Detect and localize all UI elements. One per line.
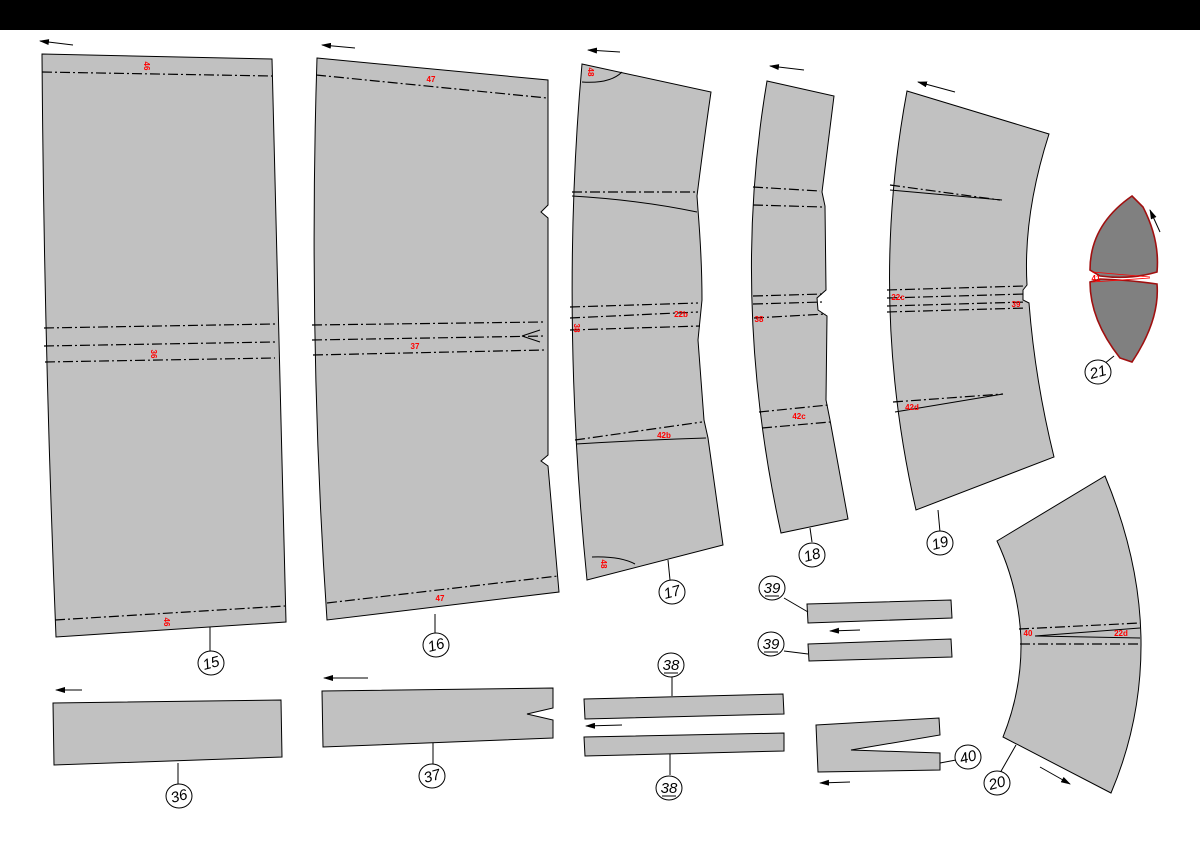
pattern-piece-15 (41, 53, 287, 652)
mark-22d: 22d (1114, 629, 1128, 638)
piece-number-19: 19 (930, 533, 951, 554)
piece-number-circle-19 (926, 530, 954, 556)
piece-number-17: 17 (662, 582, 683, 603)
piece-number-16: 16 (426, 635, 447, 656)
grainline-arrows (39, 39, 1161, 786)
mark-42d: 42d (905, 403, 919, 412)
piece-number-circle-39-upper (758, 575, 786, 601)
grainline-arrow-18 (769, 64, 805, 71)
mark-46-top: 46 (142, 62, 151, 71)
pattern-piece-18 (750, 80, 849, 543)
grainline-arrow-15 (39, 39, 74, 46)
piece-number-15: 15 (201, 653, 222, 674)
mark-39-19: 39 (1012, 300, 1021, 309)
grainline-arrow-19 (917, 81, 956, 93)
piece-number-20: 20 (986, 773, 1008, 794)
piece-number-37: 37 (422, 766, 443, 787)
piece-number-circle-20 (983, 770, 1011, 796)
pattern-piece-40 (815, 717, 957, 773)
mark-22c: 22c (891, 293, 905, 302)
grainline-arrow-39 (829, 627, 861, 634)
pattern-piece-38-lower (583, 732, 785, 775)
piece-number-circle-39-lower (757, 631, 785, 657)
piece-number-circle-40 (954, 744, 982, 770)
piece-number-circle-21 (1084, 359, 1112, 385)
piece-number-circle-38-upper (657, 652, 685, 678)
mark-48-top: 48 (586, 68, 595, 77)
pattern-piece-37 (321, 687, 554, 765)
piece-number-circle-36 (165, 783, 193, 809)
grainline-arrow-20 (1039, 766, 1071, 785)
grainline-arrow-16 (321, 42, 356, 49)
piece-number-39-upper: 39 (764, 580, 781, 597)
piece-number-circle-37 (418, 763, 446, 789)
grainline-arrow-17 (587, 47, 621, 54)
piece-number-36: 36 (169, 786, 190, 807)
mark-47-bot: 47 (436, 594, 445, 603)
pattern-piece-39-lower (783, 638, 953, 662)
piece-number-circle-15 (197, 650, 225, 676)
top-bar (0, 0, 1200, 30)
mark-40-20: 40 (1024, 629, 1033, 638)
pattern-piece-20 (996, 475, 1142, 794)
mark-48-bot: 48 (599, 560, 608, 569)
piece-number-38-upper: 38 (663, 657, 680, 674)
piece-number-21: 21 (1087, 362, 1108, 383)
mark-36-mid: 36 (149, 350, 158, 359)
piece-number-39-lower: 39 (763, 636, 780, 653)
pattern-piece-17 (569, 63, 724, 581)
mark-22b: 22b (674, 310, 688, 319)
piece-number-circle-38-lower (655, 775, 683, 801)
pattern-piece-16 (311, 57, 560, 634)
mark-42c: 42c (792, 412, 806, 421)
pattern-piece-21 (1089, 194, 1159, 365)
piece-number-18: 18 (802, 545, 823, 566)
pattern-piece-38-upper (583, 676, 785, 720)
piece-number-circle-17 (658, 579, 686, 605)
piece-number-circle-16 (422, 632, 450, 658)
mark-37-mid: 37 (411, 342, 420, 351)
mark-38-18: 38 (755, 315, 764, 324)
pattern-piece-19 (886, 90, 1055, 533)
grainline-arrow-40 (819, 779, 851, 786)
grainline-arrow-21 (1149, 209, 1161, 233)
piece-number-38-lower: 38 (661, 780, 678, 797)
mark-38-17: 38 (572, 324, 581, 333)
mark-46-bot: 46 (162, 618, 171, 627)
mark-42b: 42b (657, 431, 671, 440)
mark-47-top: 47 (427, 75, 436, 84)
piece-number-40: 40 (958, 747, 979, 768)
piece-number-circle-18 (798, 542, 826, 568)
pattern-piece-39-upper (783, 597, 953, 624)
mark-41: 41 (1092, 274, 1101, 283)
pattern-piece-36 (52, 699, 283, 785)
grainline-arrow-38 (585, 722, 623, 729)
